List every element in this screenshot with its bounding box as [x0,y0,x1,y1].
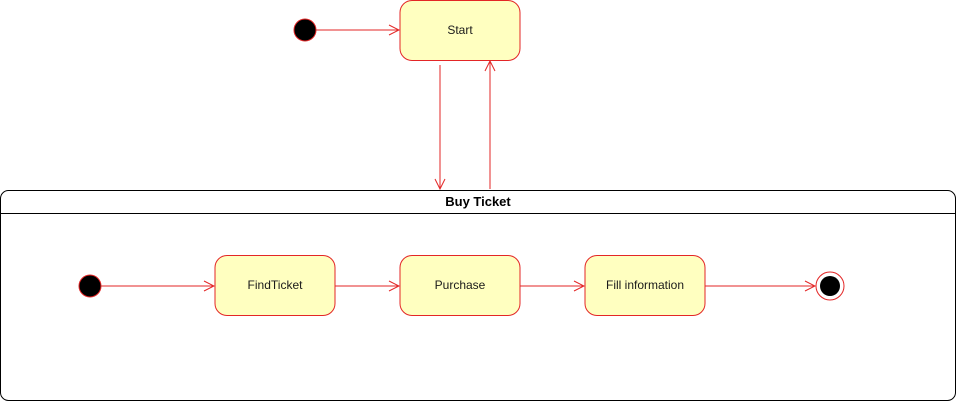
state-start-label: Start [447,23,473,37]
state-purchase[interactable]: Purchase [399,255,521,316]
initial-node [293,18,317,42]
final-node [815,271,845,301]
inner-initial-node [78,274,102,298]
state-find-ticket-label: FindTicket [248,278,304,292]
composite-title: Buy Ticket [445,194,511,209]
state-purchase-label: Purchase [435,278,486,292]
state-start[interactable]: Start [399,0,521,61]
state-find-ticket[interactable]: FindTicket [214,255,336,316]
state-fill-information-label: Fill information [606,278,684,292]
state-fill-information[interactable]: Fill information [584,255,706,316]
